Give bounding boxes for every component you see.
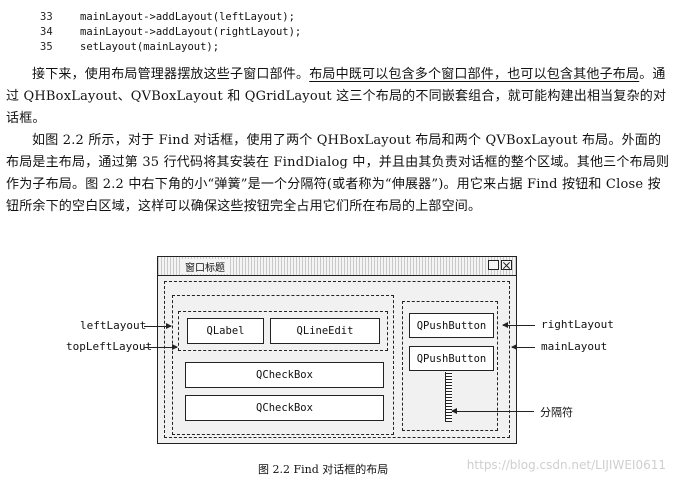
paragraph-1-underlined: 布局中既可以包含多个窗口部件，也可以包含其他子布局	[309, 67, 640, 82]
spacer-spring-icon	[445, 372, 452, 422]
arrow-spacer	[451, 408, 534, 414]
top-left-layout-box	[178, 311, 388, 351]
watermark: https://blog.csdn.net/LIJIWEI0611	[466, 458, 666, 472]
code-line: 35 setLayout(mainLayout);	[40, 40, 301, 55]
qcheckbox-widget-1: QCheckBox	[185, 362, 384, 388]
qlineedit-widget: QLineEdit	[270, 318, 380, 344]
main-layout-box	[164, 281, 510, 438]
code-line: 34 mainLayout->addLayout(rightLayout);	[40, 25, 301, 40]
window-title: 窗口标题	[182, 259, 228, 274]
label-right-layout: rightLayout	[541, 318, 614, 331]
arrow-left-layout	[144, 323, 172, 329]
qpushbutton-widget-2: QPushButton	[409, 346, 494, 371]
close-icon	[501, 260, 512, 270]
paragraph-1: 接下来，使用布局管理器摆放这些子窗口部件。布局中既可以包含多个窗口部件，也可以包…	[6, 64, 670, 130]
code-line: 33 mainLayout->addLayout(leftLayout);	[40, 10, 301, 25]
arrow-main-layout	[511, 344, 535, 350]
line-number: 33	[40, 11, 53, 23]
paragraph-1-text-b: 。通过 QHBoxLayout、QVBoxLayout 和 QGridLayou…	[6, 67, 667, 126]
line-number: 34	[40, 26, 53, 38]
arrow-top-left-layout	[144, 344, 178, 350]
arrow-right-layout	[502, 322, 535, 328]
qcheckbox-widget-2: QCheckBox	[185, 395, 384, 421]
dialog-window: 窗口标题 QLabel QLineEdit QCheckBox QCheckBo…	[157, 256, 517, 444]
figure-caption: 图 2.2 Find 对话框的布局	[258, 463, 389, 476]
label-main-layout: mainLayout	[541, 340, 608, 353]
right-layout-box	[402, 301, 498, 431]
minimize-icon	[488, 260, 499, 270]
label-left-layout: leftLayout	[80, 319, 147, 332]
code-text: mainLayout->addLayout(rightLayout);	[80, 26, 302, 38]
code-text: mainLayout->addLayout(leftLayout);	[80, 11, 295, 23]
code-text: setLayout(mainLayout);	[80, 41, 220, 53]
paragraph-2: 如图 2.2 所示，对于 Find 对话框，使用了两个 QHBoxLayout …	[6, 130, 670, 218]
qlabel-widget: QLabel	[187, 318, 264, 344]
label-spacer: 分隔符	[540, 406, 573, 419]
qpushbutton-widget-1: QPushButton	[409, 313, 494, 338]
paragraph-1-text-a: 接下来，使用布局管理器摆放这些子窗口部件。	[32, 67, 310, 82]
title-bar: 窗口标题	[158, 257, 516, 276]
line-number: 35	[40, 41, 53, 53]
figure-find-dialog-layout: 窗口标题 QLabel QLineEdit QCheckBox QCheckBo…	[157, 256, 519, 446]
label-top-left-layout: topLeftLayout	[66, 340, 153, 353]
paragraph-2-text: 如图 2.2 所示，对于 Find 对话框，使用了两个 QHBoxLayout …	[6, 133, 670, 214]
code-listing: 33 mainLayout->addLayout(leftLayout); 34 m…	[40, 10, 301, 55]
left-layout-box	[172, 295, 394, 435]
